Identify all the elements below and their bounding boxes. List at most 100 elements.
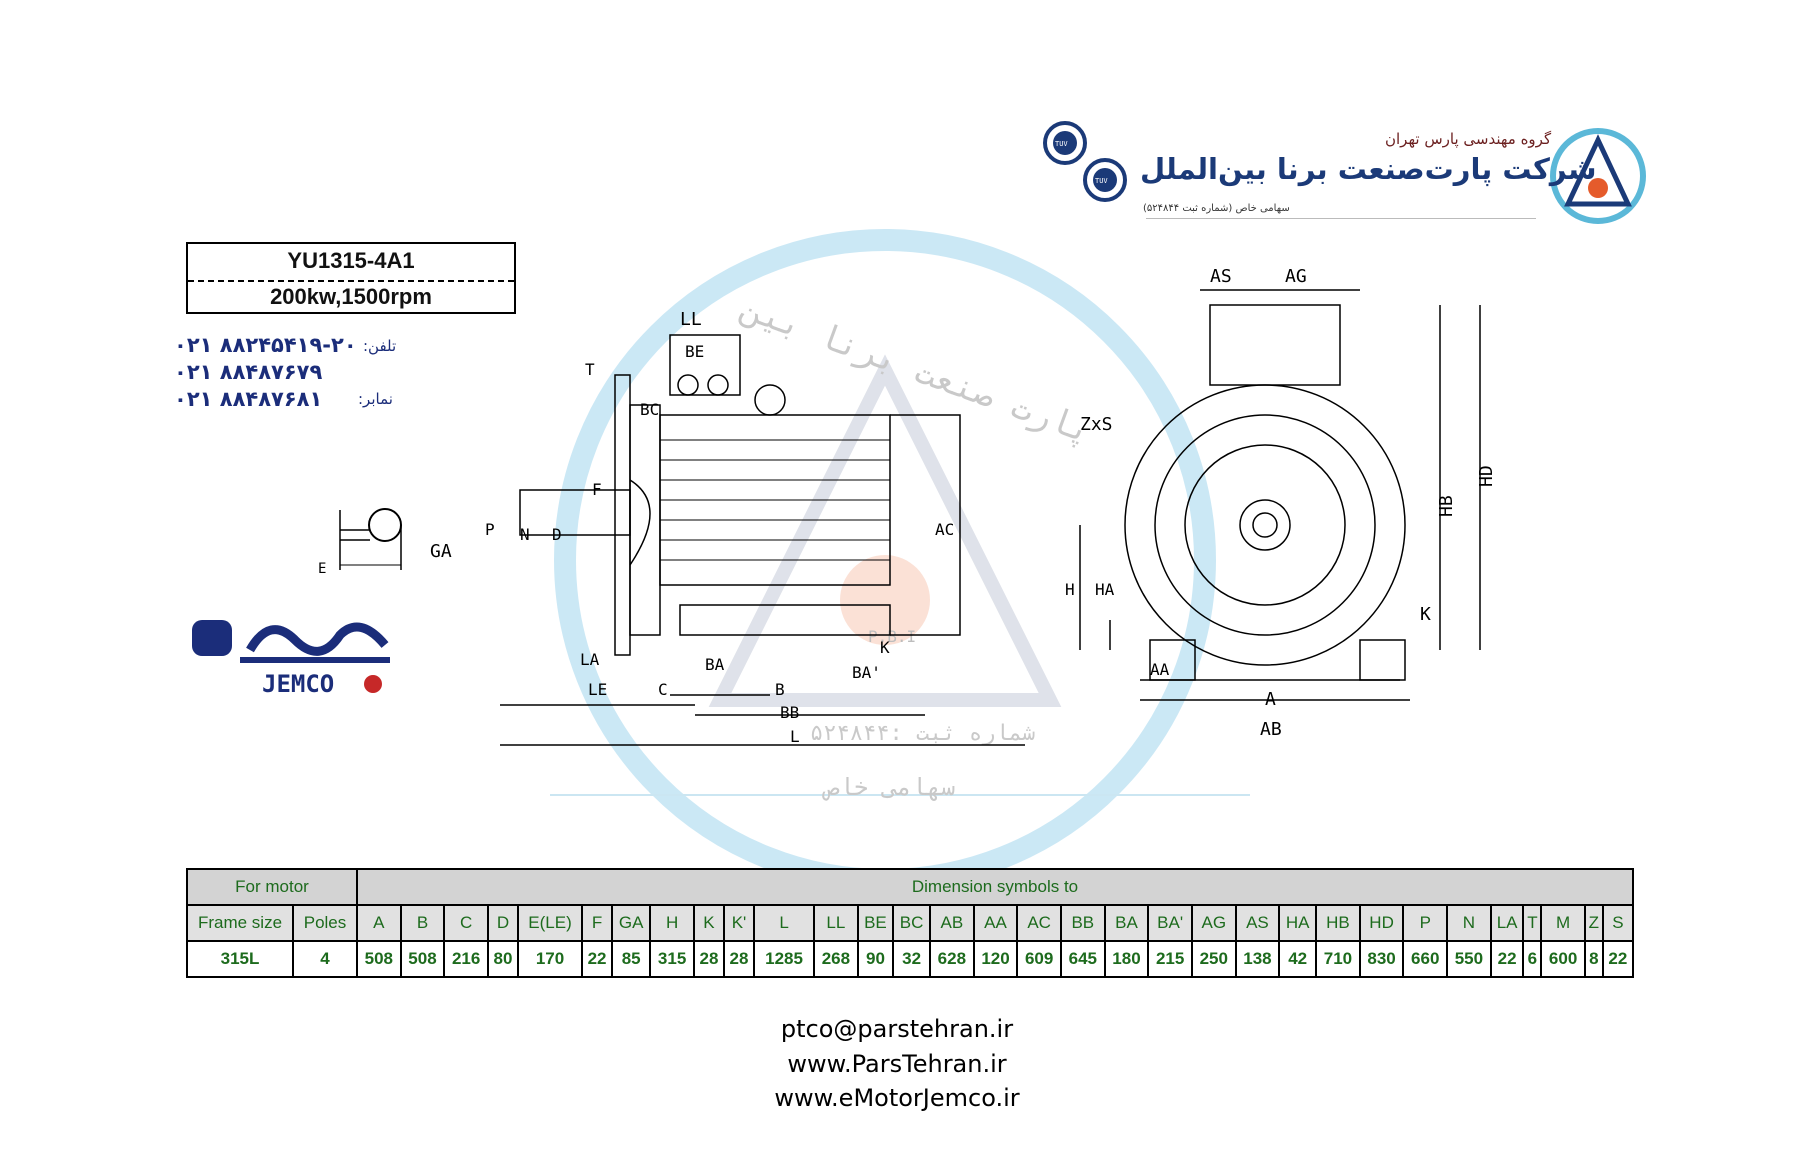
- value-cell: 22: [581, 940, 614, 978]
- label-D: D: [552, 525, 562, 544]
- label-BB: BB: [780, 703, 799, 722]
- footer-website-2[interactable]: www.eMotorJemco.ir: [774, 1084, 1020, 1112]
- pbi-logo-icon: [1550, 128, 1646, 224]
- header-cell: Poles: [292, 904, 358, 942]
- value-cell: 1285: [753, 940, 816, 978]
- model-box: YU1315-4A1 200kw,1500rpm: [186, 242, 516, 314]
- label-AA: AA: [1150, 660, 1170, 679]
- value-cell: 315L: [186, 940, 294, 978]
- value-cell: 4: [292, 940, 358, 978]
- group-name: گروه مهندسی پارس تهران: [1385, 130, 1552, 148]
- value-cell: 170: [517, 940, 584, 978]
- header-cell: BB: [1059, 904, 1106, 942]
- value-cell: 32: [892, 940, 932, 978]
- dimension-title-cell: Dimension symbols to: [356, 868, 1634, 906]
- label-ZxS: ZxS: [1080, 414, 1113, 435]
- value-cell: 28: [692, 940, 725, 978]
- header-cell: BA': [1147, 904, 1193, 942]
- fax-label: نمابر:: [358, 390, 393, 408]
- header-cell: AB: [929, 904, 975, 942]
- label-BA-prime: BA': [852, 663, 881, 682]
- label-BC: BC: [640, 400, 659, 419]
- model-divider: [188, 280, 514, 282]
- value-cell: 215: [1147, 940, 1193, 978]
- header-cell: AG: [1190, 904, 1237, 942]
- fax: ۰۲۱ ۸۸۴۸۷۶۸۱: [174, 387, 323, 411]
- header-cell: F: [581, 904, 614, 942]
- value-cell: 550: [1446, 940, 1492, 978]
- header-rule: [1146, 218, 1536, 219]
- company-name: شرکت پارت‌صنعت برنا بین‌الملل: [1140, 152, 1597, 186]
- value-cell: 600: [1540, 940, 1586, 978]
- header-cell: K: [692, 904, 725, 942]
- value-cell: 180: [1103, 940, 1150, 978]
- header-cell: LL: [813, 904, 859, 942]
- jemco-logo-text: JEMCO: [262, 670, 334, 698]
- watermark-monogram: P.B.I: [868, 627, 916, 646]
- footer-website-1[interactable]: www.ParsTehran.ir: [787, 1050, 1007, 1078]
- value-cell: 710: [1315, 940, 1361, 978]
- label-AG: AG: [1285, 266, 1307, 287]
- value-cell: 508: [399, 940, 446, 978]
- header-cell: BC: [892, 904, 932, 942]
- header-cell: N: [1446, 904, 1492, 942]
- value-cell: 28: [722, 940, 756, 978]
- value-cell: 315: [649, 940, 695, 978]
- header-cell: K': [722, 904, 756, 942]
- phone-2: ۰۲۱ ۸۸۴۸۷۶۷۹: [174, 360, 323, 384]
- header-cell: E(LE): [517, 904, 584, 942]
- header-cell: T: [1522, 904, 1543, 942]
- header-cell: P: [1402, 904, 1449, 942]
- header-cell: AC: [1016, 904, 1062, 942]
- header-cell: A: [356, 904, 402, 942]
- value-cell: 22: [1601, 940, 1635, 978]
- label-HB: HB: [1436, 495, 1457, 517]
- value-cell: 138: [1234, 940, 1281, 978]
- label-K-front: K: [1420, 604, 1431, 625]
- label-AB: AB: [1260, 719, 1282, 740]
- value-cell: 22: [1489, 940, 1525, 978]
- value-cell: 42: [1278, 940, 1318, 978]
- label-HA: HA: [1095, 580, 1115, 599]
- table-title-row: For motor Dimension symbols to: [186, 868, 1634, 906]
- watermark-type: سهامی خاص: [822, 773, 955, 801]
- label-BA: BA: [705, 655, 725, 674]
- label-T: T: [585, 360, 595, 379]
- header-cell: D: [486, 904, 520, 942]
- value-cell: 645: [1059, 940, 1106, 978]
- label-BE: BE: [685, 342, 704, 361]
- svg-text:TUV: TUV: [1055, 140, 1068, 148]
- label-P: P: [485, 520, 495, 539]
- label-C: C: [658, 680, 668, 699]
- for-motor-cell: For motor: [186, 868, 358, 906]
- model-rating: 200kw,1500rpm: [270, 284, 432, 309]
- motor-side-view: LL BE T BC F P N D AC LA LE C BA B K BA'…: [485, 309, 1025, 746]
- header-cell: AA: [972, 904, 1019, 942]
- header-cell: HA: [1278, 904, 1318, 942]
- header-cell: BE: [856, 904, 895, 942]
- header-cell: Z: [1583, 904, 1604, 942]
- label-E-detail: E: [318, 561, 326, 575]
- label-F: F: [592, 480, 602, 499]
- shaft-key-detail: GA E: [318, 508, 452, 575]
- value-cell: 6: [1522, 940, 1543, 978]
- label-L: L: [790, 727, 800, 746]
- value-cell: 90: [856, 940, 895, 978]
- value-cell: 250: [1190, 940, 1237, 978]
- header-cell: AS: [1234, 904, 1281, 942]
- label-K-side: K: [880, 638, 890, 657]
- value-cell: 268: [813, 940, 859, 978]
- value-cell: 660: [1402, 940, 1449, 978]
- value-cell: 80: [486, 940, 520, 978]
- label-GA: GA: [430, 541, 452, 562]
- header-cell: BA: [1103, 904, 1150, 942]
- footer-email[interactable]: ptco@parstehran.ir: [780, 1015, 1014, 1043]
- tuv-badge-1-icon: TUV: [1043, 121, 1087, 165]
- label-LE: LE: [588, 680, 607, 699]
- header-cell: HD: [1358, 904, 1405, 942]
- header-cell: HB: [1315, 904, 1361, 942]
- value-cell: 830: [1358, 940, 1405, 978]
- value-cell: 609: [1016, 940, 1062, 978]
- value-cell: 216: [443, 940, 489, 978]
- tuv-badge-2-icon: TUV: [1083, 158, 1127, 202]
